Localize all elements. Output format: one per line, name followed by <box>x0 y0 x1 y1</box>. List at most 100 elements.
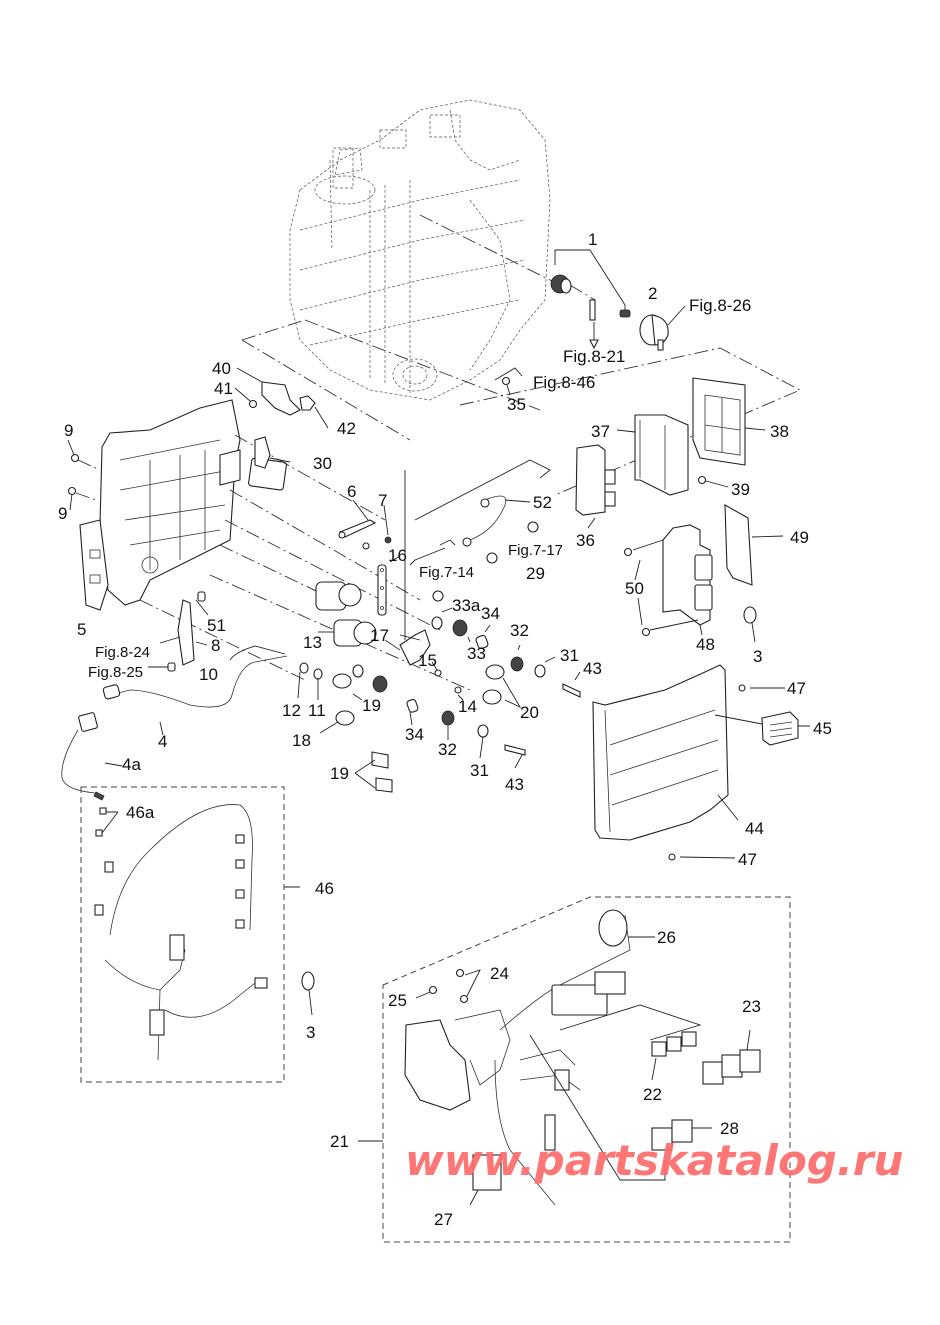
callout-7: 7 <box>378 491 388 510</box>
callout-9-upper: 9 <box>64 421 74 440</box>
hardware-stack-lower <box>297 662 526 769</box>
callout-32-lower: 32 <box>438 740 457 759</box>
part-4-sensor-cable <box>61 645 288 801</box>
callout-43-upper: 43 <box>583 659 602 678</box>
callout-49: 49 <box>790 528 809 547</box>
part-3-cable-tie <box>301 971 315 991</box>
assembly-line <box>241 319 541 441</box>
part-45-label <box>714 711 810 746</box>
part-16-plate <box>377 555 401 616</box>
fig-ref-8-25[interactable]: Fig.8-25 <box>88 664 144 681</box>
cap-fig8-26 <box>639 305 686 351</box>
callout-36: 36 <box>576 531 595 550</box>
callout-48: 48 <box>696 635 715 654</box>
part-8-bracket <box>148 591 209 672</box>
callout-29: 29 <box>526 564 545 583</box>
callout-8: 8 <box>211 636 221 655</box>
part-30-gasket <box>254 436 271 469</box>
callout-47-upper: 47 <box>787 679 806 698</box>
harness-46-group-box <box>80 786 285 1083</box>
part-17-clamp <box>384 629 464 701</box>
fig-ref-8-21[interactable]: Fig.8-21 <box>563 347 626 366</box>
boots-18-19-20 <box>319 664 522 793</box>
nuts-24-25 <box>415 968 481 1206</box>
fig-ref-7-17[interactable]: Fig.7-17 <box>508 542 564 559</box>
callout-19-upper: 19 <box>362 696 381 715</box>
assembly-line <box>419 214 561 286</box>
callout-1: 1 <box>588 230 598 249</box>
relays-23 <box>702 1029 761 1085</box>
callout-46a: 46a <box>126 803 155 822</box>
callout-47-lower: 47 <box>738 850 757 869</box>
callout-4a: 4a <box>122 755 141 774</box>
callout-12: 12 <box>282 701 301 720</box>
callout-52: 52 <box>533 493 552 512</box>
callout-17: 17 <box>370 626 389 645</box>
callout-39: 39 <box>731 480 750 499</box>
callout-51: 51 <box>207 616 226 635</box>
callout-3-upper: 3 <box>753 647 763 666</box>
part-1-sensor <box>550 249 631 350</box>
part-46-wire-harness <box>94 804 300 1061</box>
callout-13: 13 <box>303 633 322 652</box>
callout-19-lower: 19 <box>330 764 349 783</box>
part-13-connectors <box>315 581 377 647</box>
callout-4: 4 <box>158 732 168 751</box>
part-35-screw <box>494 367 523 396</box>
fig-ref-8-26[interactable]: Fig.8-26 <box>689 296 752 315</box>
part-6-7 <box>338 499 392 550</box>
callout-31-lower: 31 <box>470 761 489 780</box>
callout-16: 16 <box>388 546 407 565</box>
callout-44: 44 <box>745 819 764 838</box>
assembly-line <box>139 434 471 691</box>
callout-21: 21 <box>330 1132 349 1151</box>
callout-45: 45 <box>813 719 832 738</box>
callout-26: 26 <box>657 928 676 947</box>
callout-43-lower: 43 <box>505 775 524 794</box>
callout-50: 50 <box>625 579 644 598</box>
callout-28: 28 <box>720 1119 739 1138</box>
callout-38: 38 <box>770 422 789 441</box>
callout-46: 46 <box>315 879 334 898</box>
part-5-electrical-bracket <box>79 399 287 611</box>
callout-18: 18 <box>292 731 311 750</box>
callout-24: 24 <box>490 964 509 983</box>
callout-2: 2 <box>648 284 658 303</box>
callout-40: 40 <box>212 359 231 378</box>
part-52-lead-wire <box>404 459 551 640</box>
callout-3-lower: 3 <box>306 1023 316 1042</box>
relays-28 <box>651 1119 712 1151</box>
callout-9-lower: 9 <box>58 504 68 523</box>
callout-37: 37 <box>591 422 610 441</box>
callout-20: 20 <box>520 703 539 722</box>
callout-34-lower: 34 <box>405 725 424 744</box>
callout-34-upper: 34 <box>481 604 500 623</box>
fig-ref-8-46[interactable]: Fig.8-46 <box>533 373 596 392</box>
callout-31-upper: 31 <box>560 646 579 665</box>
callout-30: 30 <box>313 454 332 473</box>
engine-block <box>289 99 551 401</box>
watermark: www.partskatalog.ru <box>405 1136 904 1185</box>
callout-42: 42 <box>337 419 356 438</box>
callout-33a: 33a <box>452 596 481 615</box>
callout-6: 6 <box>347 482 357 501</box>
callout-22: 22 <box>643 1085 662 1104</box>
callout-32-upper: 32 <box>510 621 529 640</box>
fuses-22 <box>651 1031 697 1081</box>
ecm-cover-parts <box>575 377 766 529</box>
callout-11: 11 <box>308 701 326 720</box>
callout-27: 27 <box>434 1210 453 1229</box>
callout-15: 15 <box>418 651 437 670</box>
callout-5: 5 <box>77 620 87 639</box>
callout-23: 23 <box>742 997 761 1016</box>
callout-41: 41 <box>214 379 233 398</box>
fig-ref-7-14[interactable]: Fig.7-14 <box>419 564 475 581</box>
hardware-stack-upper <box>431 607 581 698</box>
callout-10: 10 <box>199 665 218 684</box>
fig-ref-8-24[interactable]: Fig.8-24 <box>95 644 151 661</box>
ecm-unit <box>623 504 784 643</box>
part-21-fuse-box <box>404 909 702 1206</box>
callout-35: 35 <box>507 395 526 414</box>
assembly-line <box>569 284 596 301</box>
